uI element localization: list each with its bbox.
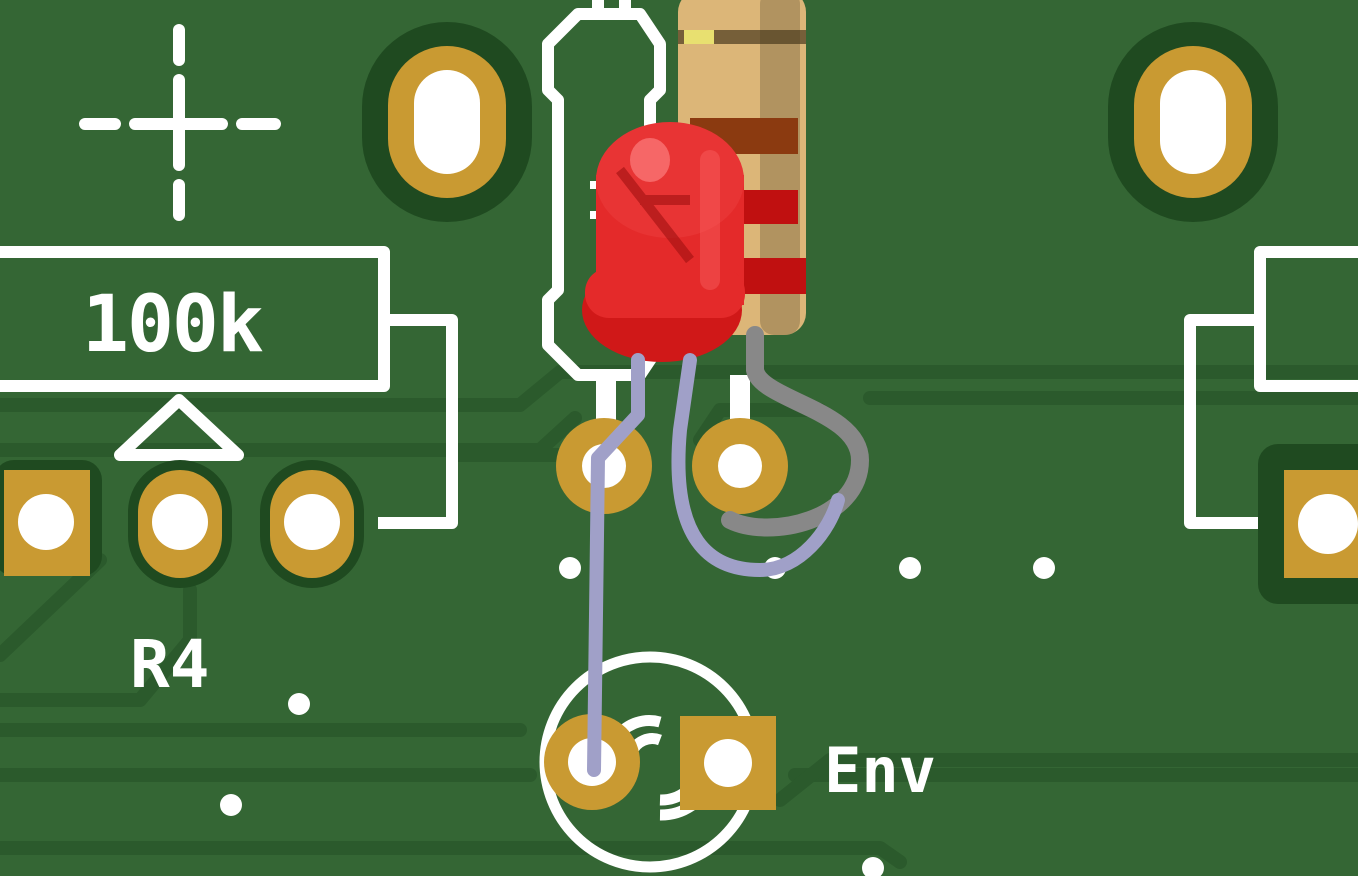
pot-value-label: 100k xyxy=(82,280,264,370)
resistor-lead xyxy=(721,326,870,537)
led-legs xyxy=(587,353,845,777)
oval-pad-left xyxy=(362,22,532,222)
crosshair-marker xyxy=(79,24,281,221)
potentiometer-outline xyxy=(0,246,458,529)
oval-pad-right xyxy=(1108,22,1278,222)
pot-pad-3 xyxy=(260,460,364,588)
via-dots xyxy=(220,557,1055,876)
env-connector-label: Env xyxy=(824,734,936,807)
env-pad-square xyxy=(680,716,776,810)
pot-designator-label: R4 xyxy=(130,626,210,703)
pot-pad-2 xyxy=(128,460,232,588)
right-component-outline xyxy=(1184,246,1358,529)
right-pad xyxy=(1258,444,1358,604)
pot-pad-1 xyxy=(0,460,102,576)
led-pad-cathode xyxy=(692,375,788,514)
red-led xyxy=(582,122,745,362)
